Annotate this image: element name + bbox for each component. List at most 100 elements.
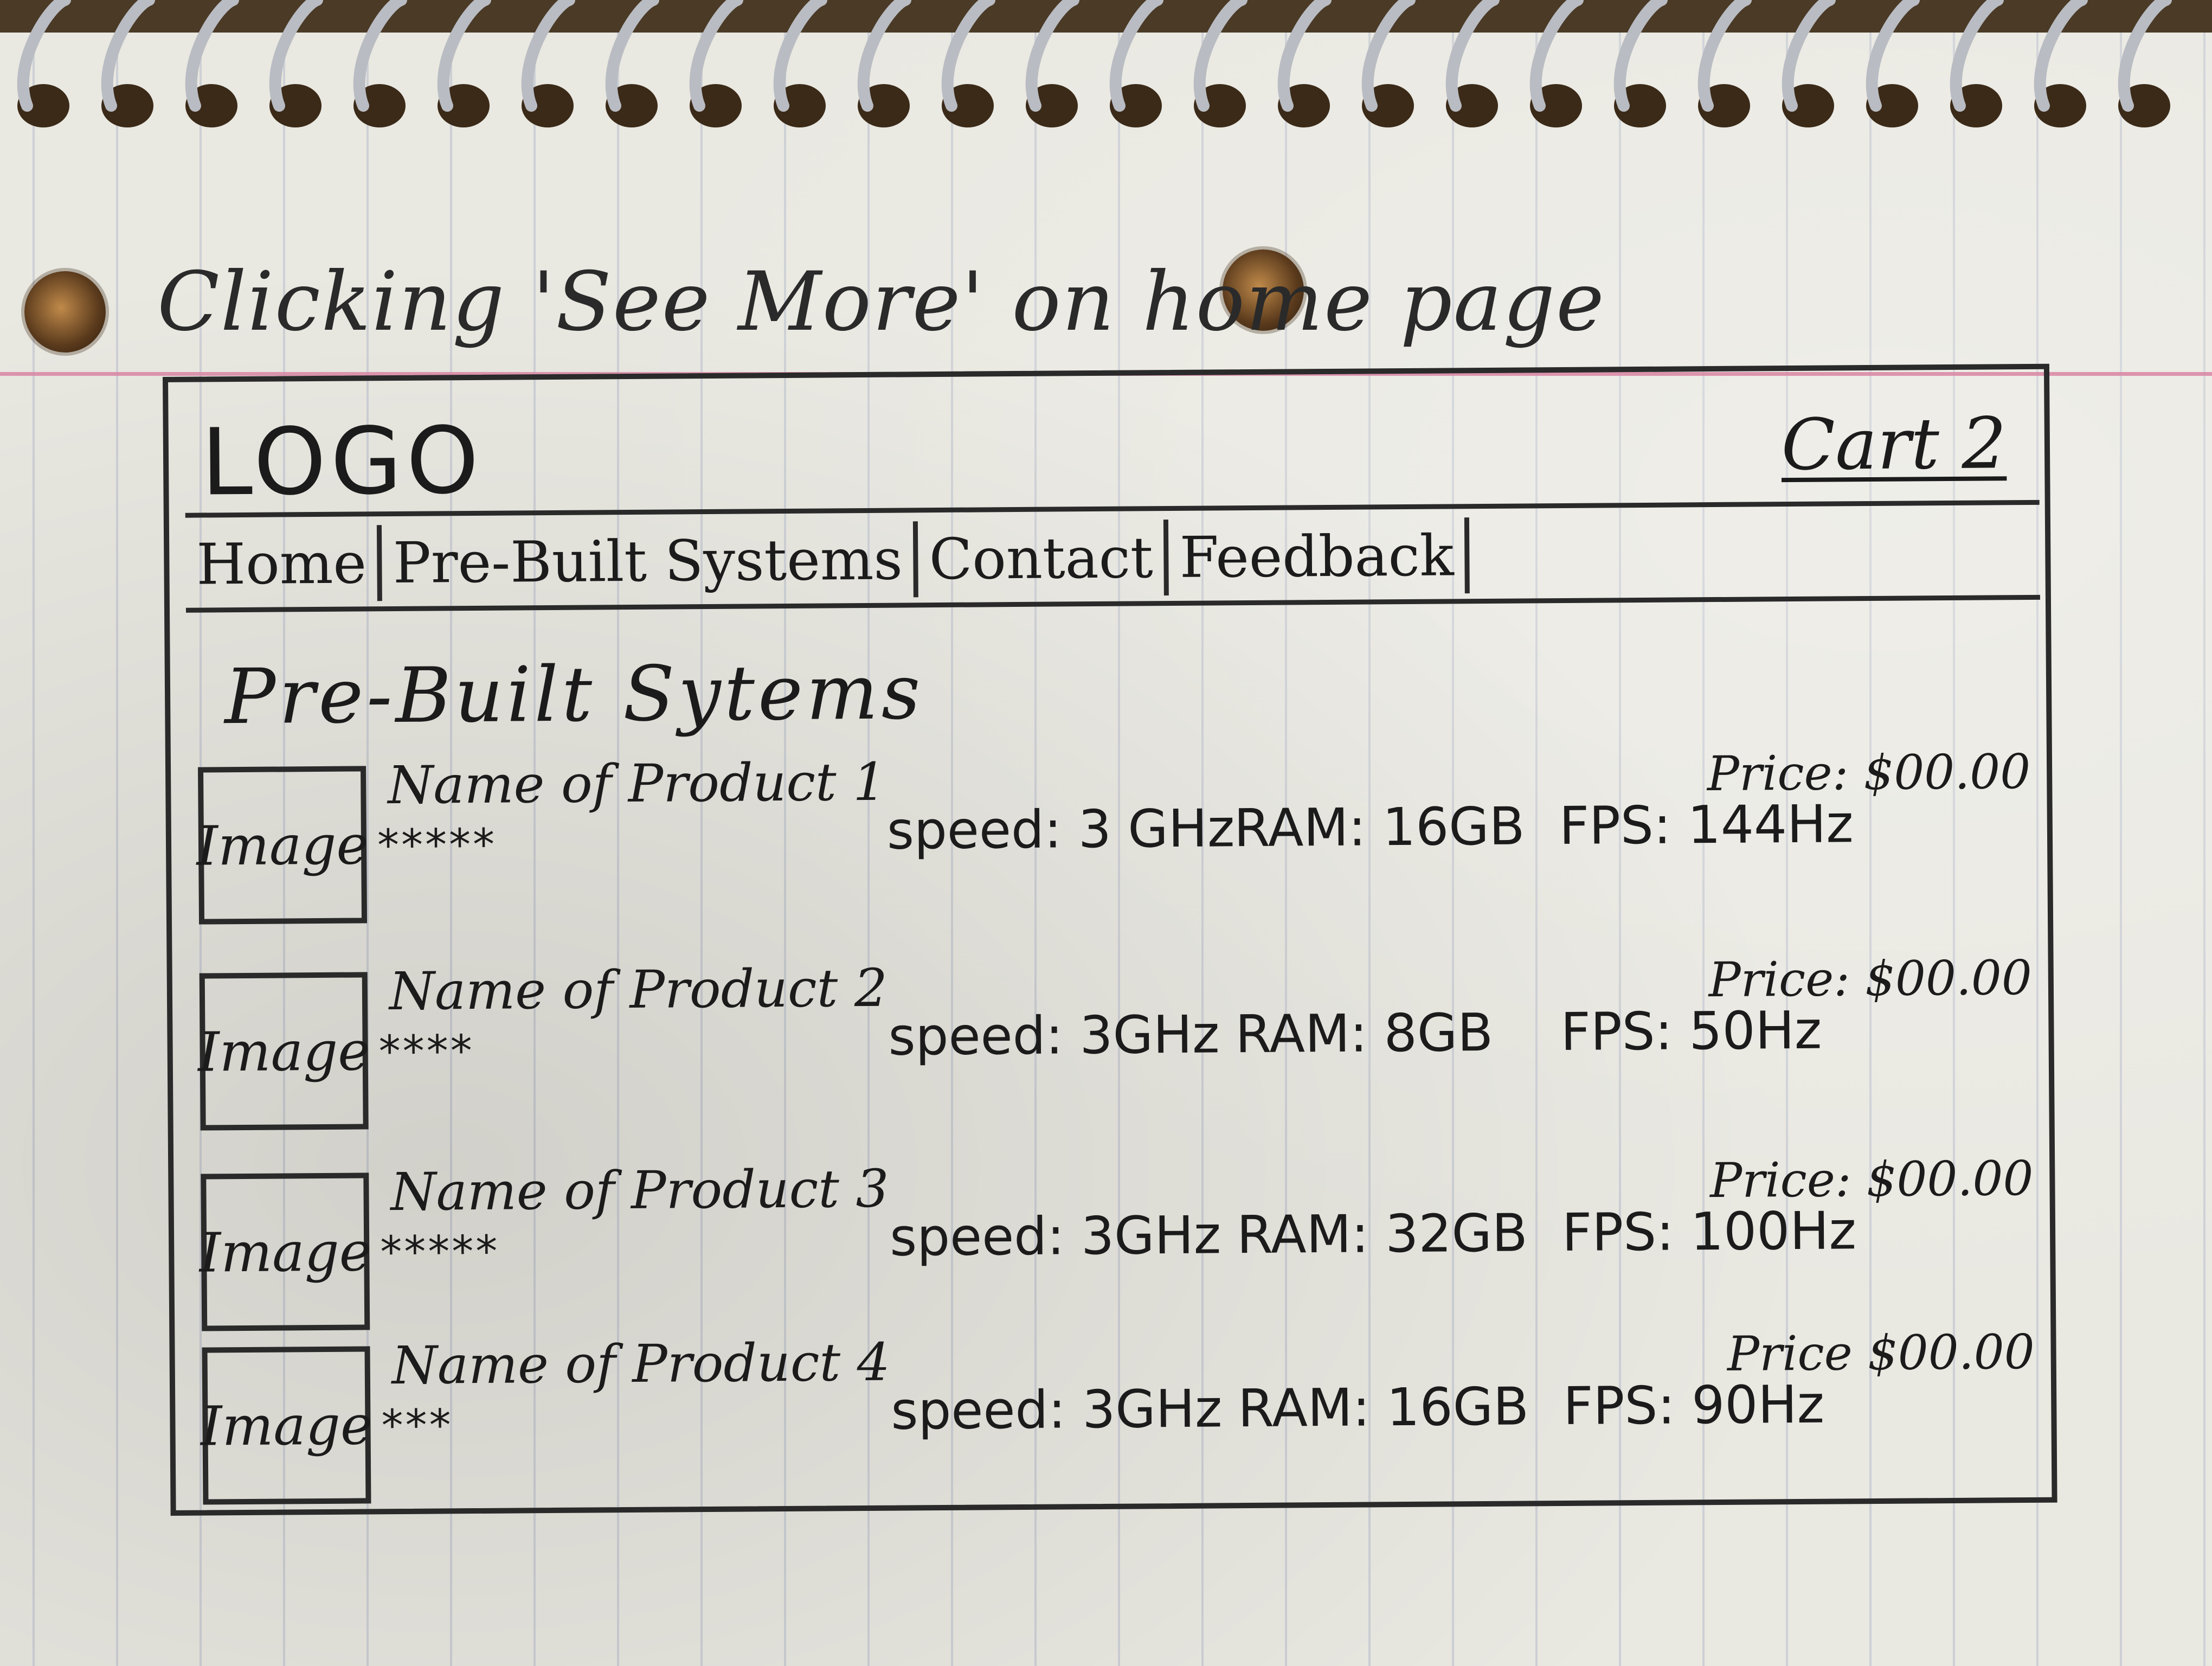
spiral-hole [1026,84,1078,127]
spiral-ring [269,0,323,112]
product-fps: FPS: 50Hz [1560,999,1822,1063]
sketch-caption: Clicking 'See More' on home page [157,255,1605,349]
spiral-hole [522,84,574,127]
spiral-ring [353,0,407,112]
spiral-ring [1277,0,1332,112]
product-speed: speed: 3GHz [890,1378,1223,1441]
spiral-ring [1950,0,2004,112]
spiral-hole [1950,84,2002,127]
nav-item-pre-built-systems[interactable]: Pre-Built Systems [382,521,919,601]
product-image[interactable]: Image [196,766,369,925]
spiral-ring [1782,0,1836,112]
spiral-hole [1782,84,1834,127]
product-row-2[interactable]: Image Name of Product 2 **** speed: 3GHz… [189,950,2044,1136]
product-rating: **** [378,1026,475,1077]
product-name[interactable]: Name of Product 1 [387,751,886,816]
wireframe-content: LOGO Cart 2 Home Pre-Built Systems Conta… [184,369,2047,1516]
spiral-hole [1110,84,1162,127]
product-name[interactable]: Name of Product 3 [390,1158,889,1223]
cart-link[interactable]: Cart 2 [1781,402,2007,486]
spiral-hole [1278,84,1330,127]
spiral-hole [1530,84,1582,127]
product-speed: speed: 3GHz [888,1004,1220,1067]
product-fps: FPS: 90Hz [1562,1374,1825,1437]
spiral-hole [774,84,826,127]
spiral-ring [437,0,491,112]
product-speed: speed: 3GHz [889,1204,1221,1268]
spiral-ring [1697,0,1752,112]
product-row-4[interactable]: Image Name of Product 4 *** speed: 3GHz … [191,1324,2046,1510]
spiral-hole [1614,84,1666,127]
spiral-ring [1109,0,1163,112]
spiral-hole [101,84,153,127]
product-name[interactable]: Name of Product 4 [391,1331,891,1396]
product-price: Price: $00.00 [1707,743,2031,802]
product-rating: *** [381,1400,453,1451]
spiral-hole [1194,84,1246,127]
product-row-1[interactable]: Image Name of Product 1 ***** speed: 3 G… [187,744,2042,930]
spiral-ring [1613,0,1668,112]
page-title: Pre-Built Sytems [224,648,924,742]
spiral-hole [353,84,406,127]
logo[interactable]: LOGO [201,407,484,517]
product-fps: FPS: 144Hz [1559,793,1854,857]
product-ram: RAM: 16GB [1233,796,1525,859]
product-image[interactable]: Image [201,1346,372,1505]
spiral-ring [521,0,575,112]
spiral-ring [689,0,743,112]
spiral-hole [438,84,490,127]
product-row-3[interactable]: Image Name of Product 3 ***** speed: 3GH… [190,1150,2045,1337]
product-ram: RAM: 32GB [1236,1202,1528,1266]
spiral-hole [2118,84,2170,127]
nav-bar: Home Pre-Built Systems Contact Feedback [185,507,2040,613]
spiral-ring [17,0,71,112]
spiral-hole [942,84,994,127]
product-rating: ***** [380,1226,500,1278]
punch-hole-left [24,271,106,353]
spiral-ring [1361,0,1416,112]
spiral-ring [605,0,659,112]
product-rating: ***** [377,819,497,871]
spiral-ring [1445,0,1500,112]
spiral-hole [269,84,321,127]
product-image[interactable]: Image [199,1172,371,1331]
spiral-ring [941,0,995,112]
spiral-hole [2034,84,2086,127]
product-price: Price: $00.00 [1709,1150,2034,1209]
spiral-ring [857,0,911,112]
product-price: Price: $00.00 [1708,949,2033,1008]
product-ram: RAM: 8GB [1235,1002,1494,1065]
spiral-hole [185,84,237,127]
spiral-binding [0,0,2212,127]
punch-hole-right [1223,249,1304,331]
spiral-hole [1362,84,1414,127]
margin-line [0,372,2212,376]
product-ram: RAM: 16GB [1237,1376,1529,1439]
spiral-ring [101,0,155,112]
spiral-hole [1698,84,1750,127]
product-fps: FPS: 100Hz [1561,1200,1857,1264]
product-speed: speed: 3 GHz [886,798,1235,861]
spiral-hole [606,84,658,127]
site-header: LOGO Cart 2 [184,369,2040,518]
spiral-hole [1446,84,1498,127]
nav-item-feedback[interactable]: Feedback [1168,517,1470,595]
spiral-ring [2034,0,2088,112]
spiral-ring [1193,0,1248,112]
spiral-hole [1866,84,1918,127]
spiral-ring [2118,0,2172,112]
spiral-ring [1529,0,1584,112]
spiral-hole [690,84,742,127]
spiral-hole [858,84,910,127]
spiral-ring [185,0,239,112]
spiral-ring [773,0,827,112]
product-image[interactable]: Image [198,972,370,1131]
product-price: Price $00.00 [1727,1323,2035,1382]
spiral-hole [17,84,69,127]
wireframe-window: LOGO Cart 2 Home Pre-Built Systems Conta… [163,363,2057,1516]
product-name[interactable]: Name of Product 2 [389,957,888,1022]
nav-item-home[interactable]: Home [185,524,383,603]
nav-item-contact[interactable]: Contact [918,519,1169,597]
